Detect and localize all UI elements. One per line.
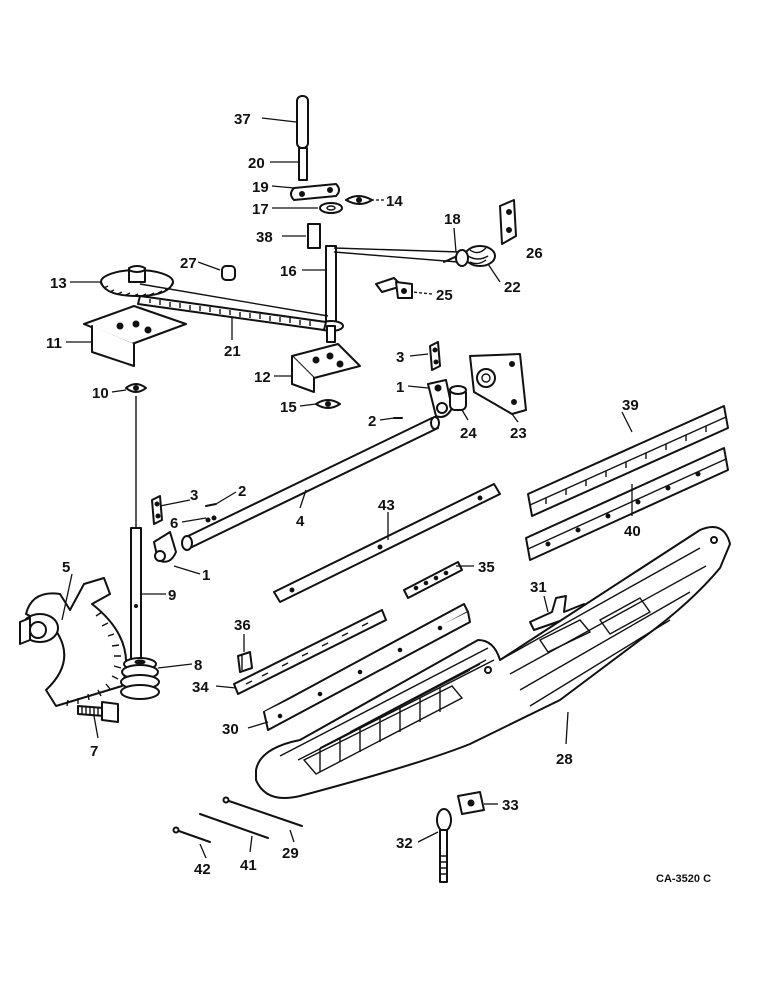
callout-1a: 1 bbox=[396, 379, 404, 396]
flat-bar-part bbox=[273, 483, 501, 603]
callout-10: 10 bbox=[92, 385, 109, 402]
callout-15: 15 bbox=[280, 399, 297, 416]
washer-plate-part bbox=[457, 791, 485, 815]
cross-shaft-part bbox=[181, 416, 440, 551]
strap-upper-part bbox=[429, 341, 441, 371]
rod-short-part bbox=[172, 826, 211, 843]
callout-36: 36 bbox=[234, 617, 251, 634]
bearing-flange-part bbox=[345, 195, 373, 205]
bearing-right-part bbox=[315, 399, 341, 409]
callout-28: 28 bbox=[556, 751, 573, 768]
callout-42: 42 bbox=[194, 861, 211, 878]
arm-upper-part bbox=[427, 379, 453, 418]
slotted-strip-part bbox=[233, 609, 387, 695]
callout-29: 29 bbox=[282, 845, 299, 862]
callout-30: 30 bbox=[222, 721, 239, 738]
callout-23: 23 bbox=[510, 425, 527, 442]
leader-lines bbox=[61, 117, 633, 859]
eye-bolt-part bbox=[436, 808, 452, 883]
angle-strip-part bbox=[263, 603, 471, 731]
strap-lower-part bbox=[151, 495, 163, 525]
bushing-part bbox=[221, 265, 236, 281]
mount-plate-right-part bbox=[291, 343, 361, 393]
shaft-top-part bbox=[296, 95, 309, 149]
callout-7: 7 bbox=[90, 743, 98, 760]
cable-part bbox=[333, 247, 461, 263]
callout-9: 9 bbox=[168, 587, 176, 604]
link-plate-part bbox=[290, 183, 340, 201]
shoe-assembly-part bbox=[255, 526, 731, 799]
callout-34: 34 bbox=[192, 679, 209, 696]
spring-coil-lower-part bbox=[120, 657, 160, 700]
guard-strip-upper-part bbox=[527, 405, 729, 517]
callout-19: 19 bbox=[252, 179, 269, 196]
drawing-reference: CA-3520 C bbox=[656, 873, 711, 885]
callout-5: 5 bbox=[62, 559, 70, 576]
callout-18: 18 bbox=[444, 211, 461, 228]
mount-plate-left-part bbox=[83, 305, 187, 367]
sprocket-part bbox=[100, 265, 174, 297]
callout-2b: 2 bbox=[238, 483, 246, 500]
callout-12: 12 bbox=[254, 369, 271, 386]
bracket-small-part bbox=[499, 199, 517, 245]
pulley-roller-part bbox=[443, 245, 496, 267]
gear-segment-part bbox=[19, 577, 128, 707]
callout-27: 27 bbox=[180, 255, 197, 272]
washer-part bbox=[319, 202, 343, 214]
callout-25: 25 bbox=[436, 287, 453, 304]
callout-4: 4 bbox=[296, 513, 305, 530]
callout-39: 39 bbox=[622, 397, 639, 414]
callout-31: 31 bbox=[530, 579, 547, 596]
callout-labels: 37 20 19 17 14 18 26 38 27 16 22 13 25 1… bbox=[46, 111, 711, 885]
latch-part bbox=[529, 595, 587, 631]
callout-26: 26 bbox=[526, 245, 543, 262]
roller-chain-part bbox=[137, 283, 329, 331]
callout-35: 35 bbox=[478, 559, 495, 576]
callout-6: 6 bbox=[170, 515, 178, 532]
callout-21: 21 bbox=[224, 343, 241, 360]
bearing-bracket-part bbox=[469, 353, 527, 415]
pin-lower-part bbox=[205, 503, 217, 523]
short-strip-part bbox=[403, 561, 463, 599]
callout-13: 13 bbox=[50, 275, 67, 292]
callout-16: 16 bbox=[280, 263, 297, 280]
callout-33: 33 bbox=[502, 797, 519, 814]
bolt-part bbox=[77, 701, 119, 723]
callout-2a: 2 bbox=[368, 413, 376, 430]
callout-32: 32 bbox=[396, 835, 413, 852]
callout-11: 11 bbox=[46, 335, 62, 352]
guard-strip-lower-part bbox=[525, 447, 729, 561]
callout-40: 40 bbox=[624, 523, 641, 540]
callout-8: 8 bbox=[194, 657, 202, 674]
coupler-part bbox=[298, 147, 308, 181]
clip-bracket-part bbox=[375, 277, 413, 299]
callout-38: 38 bbox=[256, 229, 273, 246]
callout-14: 14 bbox=[386, 193, 403, 210]
rod-long-part bbox=[222, 796, 303, 827]
callout-37: 37 bbox=[234, 111, 251, 128]
callout-43: 43 bbox=[378, 497, 395, 514]
lower-rod-part bbox=[130, 396, 142, 671]
bearing-lower-part bbox=[125, 383, 147, 393]
callout-24: 24 bbox=[460, 425, 477, 442]
callout-1b: 1 bbox=[202, 567, 210, 584]
callout-41: 41 bbox=[240, 857, 257, 874]
spring-part bbox=[307, 223, 321, 249]
callout-3a: 3 bbox=[396, 349, 404, 366]
callout-22: 22 bbox=[504, 279, 521, 296]
callout-20: 20 bbox=[248, 155, 265, 172]
clamp-part bbox=[237, 651, 253, 673]
rod-medium-part bbox=[199, 813, 269, 839]
spacer-tube-part bbox=[449, 385, 467, 411]
arm-lower-part bbox=[153, 531, 177, 563]
callout-17: 17 bbox=[252, 201, 269, 218]
callout-3b: 3 bbox=[190, 487, 198, 504]
